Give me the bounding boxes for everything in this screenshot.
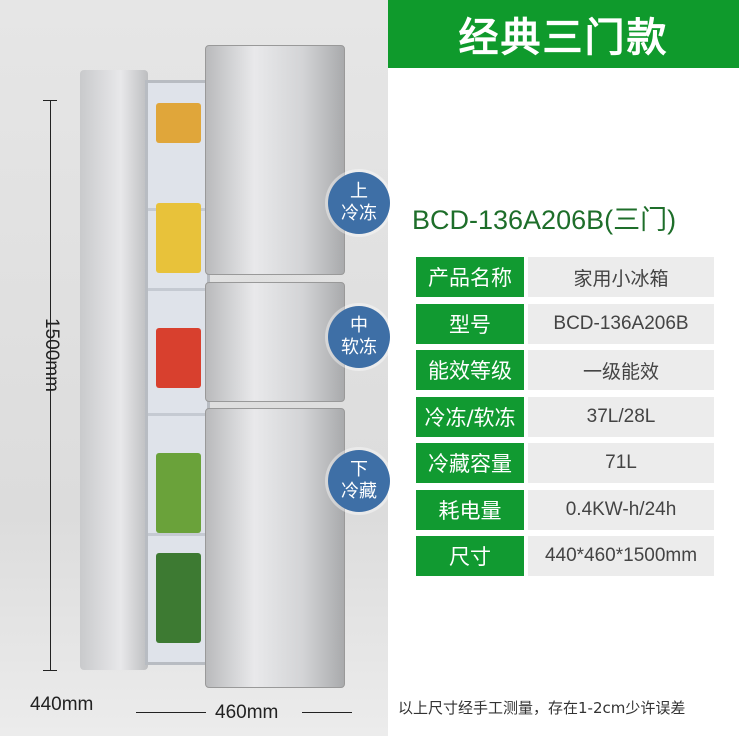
spec-value: BCD-136A206B: [528, 303, 714, 344]
width-dimension-line: [302, 712, 352, 713]
spec-value: 家用小冰箱: [528, 257, 714, 297]
spec-label: 产品名称: [416, 257, 524, 297]
spec-row: 能效等级一级能效: [416, 350, 714, 390]
refrigerator-door: [205, 408, 345, 688]
height-dimension-label: 1500mm: [41, 318, 62, 392]
width-dimension-label: 460mm: [215, 702, 279, 723]
spec-label: 尺寸: [416, 536, 524, 576]
page-title: 经典三门款: [388, 0, 739, 68]
spec-label: 型号: [416, 303, 524, 344]
compartment-badge-middle: 中软冻: [328, 306, 390, 368]
food-item: [156, 328, 201, 388]
middle-freezer-door: [205, 282, 345, 402]
fridge-interior: [145, 80, 210, 665]
spec-value: 0.4KW-h/24h: [528, 489, 714, 530]
width-dimension-line: [136, 712, 206, 713]
model-title: BCD-136A206B(三门): [412, 205, 677, 235]
food-item: [156, 203, 201, 273]
food-item: [156, 453, 201, 533]
food-item: [156, 103, 201, 143]
spec-label: 冷藏容量: [416, 443, 524, 483]
compartment-badge-bottom: 下冷藏: [328, 450, 390, 512]
spec-label: 耗电量: [416, 489, 524, 530]
depth-dimension-label: 440mm: [30, 694, 94, 715]
height-dimension-line: [50, 100, 51, 670]
spec-value: 37L/28L: [528, 396, 714, 437]
spec-label: 能效等级: [416, 350, 524, 390]
spec-label: 冷冻/软冻: [416, 396, 524, 437]
dimension-tick: [43, 670, 57, 671]
top-freezer-door: [205, 45, 345, 275]
spec-value: 440*460*1500mm: [528, 536, 714, 576]
spec-row: 产品名称家用小冰箱: [416, 257, 714, 297]
fridge-side: [80, 70, 148, 670]
food-item: [156, 553, 201, 643]
spec-value: 71L: [528, 443, 714, 483]
spec-value: 一级能效: [528, 350, 714, 390]
compartment-badge-top: 上冷冻: [328, 172, 390, 234]
measurement-note: 以上尺寸经手工测量，存在1-2cm少许误差: [398, 699, 686, 717]
dimension-tick: [43, 100, 57, 101]
